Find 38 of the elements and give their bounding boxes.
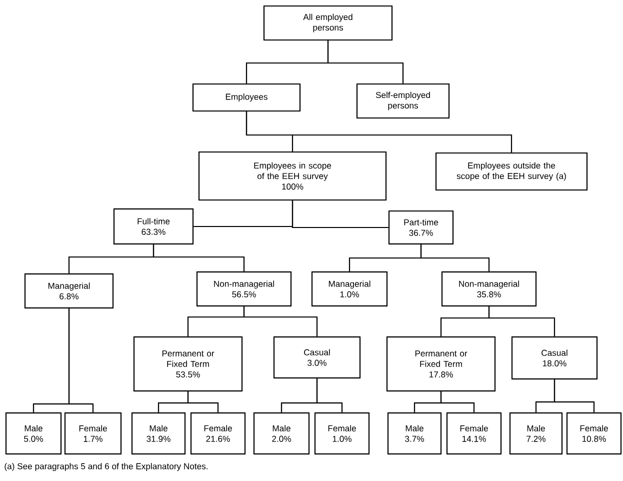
category-box: Male 5.0% [5,412,62,455]
category-box: Female 14.1% [446,412,502,455]
category-box: All employed persons [263,5,393,41]
category-box: Managerial 1.0% [311,271,388,307]
category-box: Female 1.0% [314,412,370,455]
category-box: Female 10.8% [566,412,622,455]
category-box: Self-employed persons [356,83,450,119]
category-box: Part-time 36.7% [388,210,454,245]
category-box: Employees outside the scope of the EEH survey (a) [435,152,588,191]
category-box: Male 3.7% [387,412,442,455]
connector-line [327,40,404,84]
connector-line [316,378,343,412]
category-box: Male 2.0% [253,412,310,455]
connector-line [292,200,388,228]
category-box: Casual 3.0% [273,336,361,379]
connector-line [440,392,475,412]
connector-line [187,392,219,412]
category-box: Casual 18.0% [511,336,598,380]
connector-line [243,306,318,336]
category-box: Permanent or Fixed Term 53.5% [133,336,243,392]
connector-line [152,244,245,272]
category-box: Female 1.7% [64,412,122,455]
category-box: Employees [192,83,301,112]
category-box: Non-managerial 56.5% [196,271,292,307]
connector-line [68,308,94,412]
category-box: Employees in scope of the EEH survey 100% [198,151,387,201]
connector-line [554,380,595,412]
category-box: Male 7.2% [509,412,563,455]
category-box: Permanent or Fixed Term 17.8% [386,336,496,392]
category-box: Non-managerial 35.8% [441,271,537,307]
category-box: Managerial 6.8% [24,273,114,309]
connector-line [246,112,512,152]
category-box: Male 31.9% [131,412,186,455]
category-box: Full-time 63.3% [113,208,194,245]
connector-line [420,244,490,272]
footnote: (a) See paragraphs 5 and 6 of the Explanatory Notes. [4,462,208,471]
category-box: Female 21.6% [190,412,246,455]
connector-line [488,306,556,336]
